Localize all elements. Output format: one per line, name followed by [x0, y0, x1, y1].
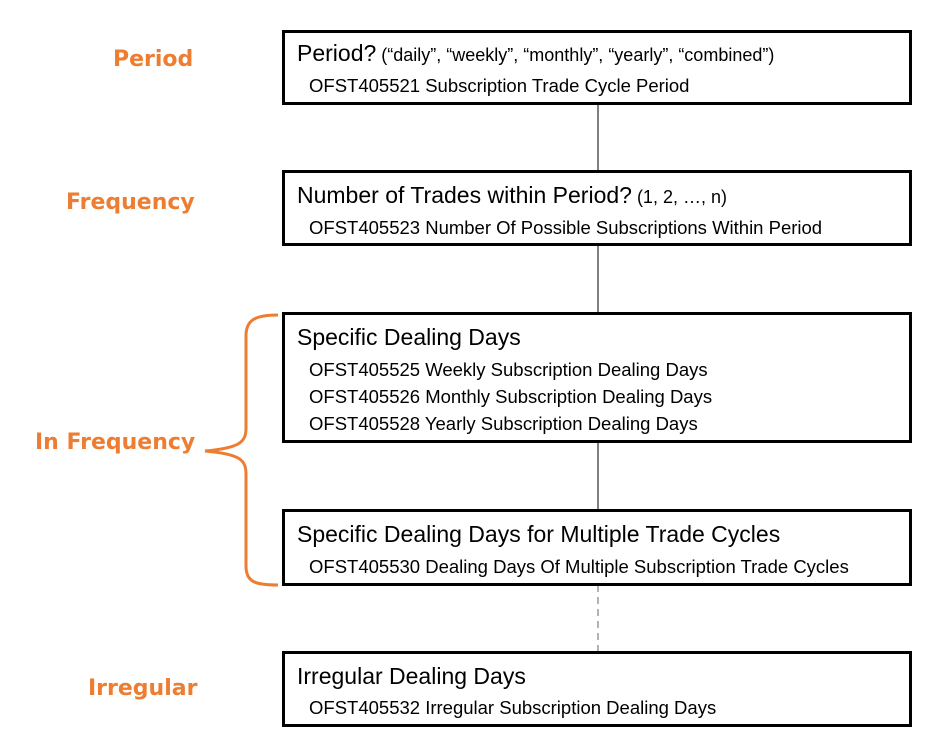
label-period: Period — [113, 47, 194, 72]
in-frequency-bracket — [204, 313, 279, 587]
box-specific-dealing-days: Specific Dealing Days OFST405525 Weekly … — [282, 312, 912, 443]
label-in-frequency: In Frequency — [35, 430, 196, 455]
box-period-title-main: Period? — [297, 40, 377, 66]
box-frequency-title: Number of Trades within Period? (1, 2, …… — [297, 182, 727, 209]
label-irregular: Irregular — [88, 676, 198, 701]
box-frequency: Number of Trades within Period? (1, 2, …… — [282, 170, 912, 246]
box-specific-dealing-days-item: OFST405528 Yearly Subscription Dealing D… — [309, 413, 698, 434]
box-frequency-title-main: Number of Trades within Period? — [297, 182, 632, 208]
box-frequency-item: OFST405523 Number Of Possible Subscripti… — [309, 217, 823, 238]
box-multiple-trade-cycles: Specific Dealing Days for Multiple Trade… — [282, 509, 912, 586]
box-period: Period? (“daily”, “weekly”, “monthly”, “… — [282, 30, 912, 105]
box-multiple-trade-cycles-item: OFST405530 Dealing Days Of Multiple Subs… — [309, 556, 849, 577]
box-period-title: Period? (“daily”, “weekly”, “monthly”, “… — [297, 40, 774, 67]
box-specific-dealing-days-item: OFST405526 Monthly Subscription Dealing … — [309, 386, 713, 407]
box-frequency-title-suffix: (1, 2, …, n) — [631, 187, 727, 207]
label-frequency: Frequency — [66, 190, 195, 215]
box-irregular-item: OFST405532 Irregular Subscription Dealin… — [309, 697, 717, 718]
box-multiple-trade-cycles-title: Specific Dealing Days for Multiple Trade… — [297, 521, 781, 547]
box-irregular: Irregular Dealing Days OFST405532 Irregu… — [282, 651, 912, 727]
box-specific-dealing-days-title: Specific Dealing Days — [297, 324, 521, 350]
box-specific-dealing-days-item: OFST405525 Weekly Subscription Dealing D… — [309, 359, 708, 380]
box-irregular-title: Irregular Dealing Days — [297, 663, 526, 689]
box-period-title-suffix: (“daily”, “weekly”, “monthly”, “yearly”,… — [376, 45, 775, 65]
box-period-item: OFST405521 Subscription Trade Cycle Peri… — [309, 75, 690, 96]
